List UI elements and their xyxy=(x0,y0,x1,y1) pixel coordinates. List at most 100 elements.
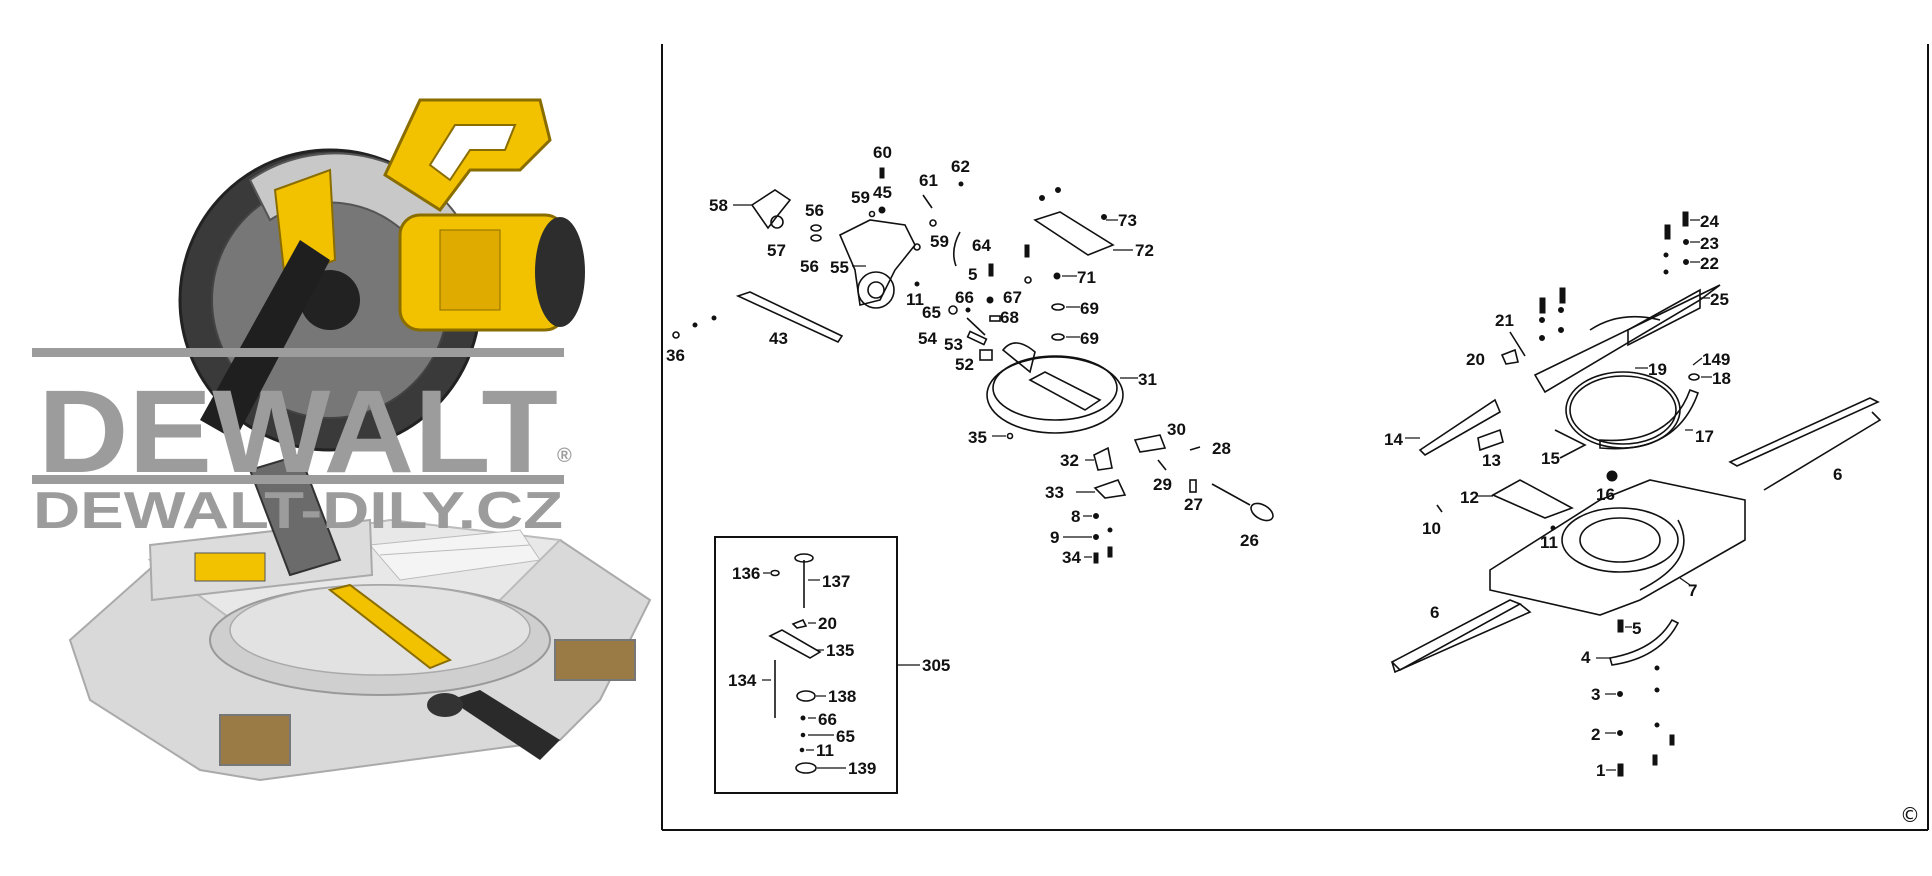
part-26-shaft xyxy=(1211,483,1251,506)
label-69-b: 69 xyxy=(1080,329,1099,348)
label-61: 61 xyxy=(919,171,938,190)
label-67: 67 xyxy=(1003,288,1022,307)
label-135: 135 xyxy=(826,641,854,660)
part-8-shape xyxy=(1093,513,1099,519)
label-5-b: 5 xyxy=(1632,619,1641,638)
saw-head xyxy=(178,98,585,577)
part-16-shape xyxy=(1606,470,1618,482)
label-8: 8 xyxy=(1071,507,1080,526)
part-22-washer-b xyxy=(1663,252,1669,258)
part-35-shape xyxy=(1006,432,1014,440)
copyright-mark: © xyxy=(1900,803,1920,827)
label-7: 7 xyxy=(1688,581,1697,600)
label-5-a: 5 xyxy=(968,265,977,284)
part-7-arc xyxy=(1639,519,1685,591)
part-29-shape xyxy=(1157,459,1167,471)
part-36-washer-a xyxy=(692,322,698,328)
label-1: 1 xyxy=(1596,761,1605,780)
label-139: 139 xyxy=(848,759,876,778)
part-25-screw-a xyxy=(1539,297,1546,314)
label-45: 45 xyxy=(873,183,892,202)
part-31-shape xyxy=(986,356,1124,434)
lead-149 xyxy=(1692,357,1703,366)
part-31-inner xyxy=(992,355,1118,421)
part-62-shape xyxy=(958,181,964,187)
label-69-a: 69 xyxy=(1080,299,1099,318)
part-20-shape-a xyxy=(1500,348,1519,365)
part-12-shape xyxy=(1491,479,1574,519)
label-28: 28 xyxy=(1212,439,1231,458)
part-66-shape-a xyxy=(965,307,971,313)
part-57-shape xyxy=(770,215,784,229)
label-68: 68 xyxy=(1000,308,1019,327)
part-67-nut xyxy=(1024,276,1032,284)
part-69-bolt xyxy=(1024,244,1030,258)
part-45-shape xyxy=(878,206,886,214)
label-58: 58 xyxy=(709,196,728,215)
part-6-shape-a xyxy=(1728,397,1880,467)
label-66-a: 66 xyxy=(955,288,974,307)
part-56-shape-b xyxy=(810,234,822,242)
label-65-a: 65 xyxy=(922,303,941,322)
part-56-shape-a xyxy=(810,224,822,232)
turntable-cluster: 31 35 xyxy=(968,342,1157,447)
part-11-shape-b xyxy=(799,747,805,753)
label-4: 4 xyxy=(1581,648,1591,667)
plate-cluster: 72 73 71 69 69 xyxy=(1024,187,1154,348)
label-23: 23 xyxy=(1700,234,1719,253)
label-35: 35 xyxy=(968,428,987,447)
part-25-arc xyxy=(1589,315,1661,331)
part-64-shape xyxy=(952,231,961,267)
part-68-shape xyxy=(989,315,1001,322)
lock-cluster: 30 28 32 29 33 27 26 8 9 34 xyxy=(1045,420,1274,567)
label-72: 72 xyxy=(1135,241,1154,260)
part-31-support xyxy=(1001,342,1036,374)
part-21-shape xyxy=(1509,331,1526,357)
part-55-hub xyxy=(867,281,885,299)
part-2-shape xyxy=(1617,730,1623,736)
part-28-shape xyxy=(1189,446,1201,451)
part-9-washer xyxy=(1107,527,1113,533)
label-12: 12 xyxy=(1460,488,1479,507)
part-3-washer-c xyxy=(1654,687,1660,693)
part-69-shape-a xyxy=(1051,303,1065,311)
label-29: 29 xyxy=(1153,475,1172,494)
label-62: 62 xyxy=(951,157,970,176)
label-20-b: 20 xyxy=(818,614,837,633)
part-23-shape xyxy=(1683,239,1689,245)
lead-7 xyxy=(1679,577,1691,586)
label-17: 17 xyxy=(1695,427,1714,446)
part-25-scale xyxy=(1627,288,1701,347)
part-9-shape xyxy=(1093,534,1099,540)
label-43: 43 xyxy=(769,329,788,348)
fence-cluster: 24 23 22 25 21 20 149 18 19 xyxy=(1384,211,1882,780)
part-1-screw-b xyxy=(1652,754,1658,766)
part-138-shape xyxy=(796,690,816,702)
label-71: 71 xyxy=(1077,268,1096,287)
arm-cluster: 58 57 56 56 60 45 59 61 62 55 59 64 xyxy=(666,143,1032,374)
part-139-shape xyxy=(795,762,817,774)
label-149: 149 xyxy=(1702,350,1730,369)
label-22: 22 xyxy=(1700,254,1719,273)
part-25-washer-d xyxy=(1558,327,1564,333)
part-25-washer-c xyxy=(1539,335,1545,341)
label-64: 64 xyxy=(972,236,991,255)
saw-base xyxy=(68,518,652,782)
label-73: 73 xyxy=(1118,211,1137,230)
label-56-a: 56 xyxy=(805,201,824,220)
part-30-shape xyxy=(1133,434,1167,453)
product-photo: DEWALT ® DEWALT-DILY.CZ xyxy=(32,98,652,782)
part-31-insert xyxy=(1028,371,1102,411)
part-7-shape xyxy=(1489,479,1746,616)
label-60: 60 xyxy=(873,143,892,162)
label-32: 32 xyxy=(1060,451,1079,470)
exploded-parts-diagram: © 58 57 56 56 60 45 59 61 62 55 59 xyxy=(661,44,1929,831)
part-71-shape xyxy=(1053,272,1061,280)
part-11-shape-a xyxy=(914,281,920,287)
label-55: 55 xyxy=(830,258,849,277)
label-13: 13 xyxy=(1482,451,1501,470)
part-65-shape-a xyxy=(948,305,958,315)
label-18: 18 xyxy=(1712,369,1731,388)
part-136-shape xyxy=(770,569,780,577)
label-34: 34 xyxy=(1062,548,1081,567)
